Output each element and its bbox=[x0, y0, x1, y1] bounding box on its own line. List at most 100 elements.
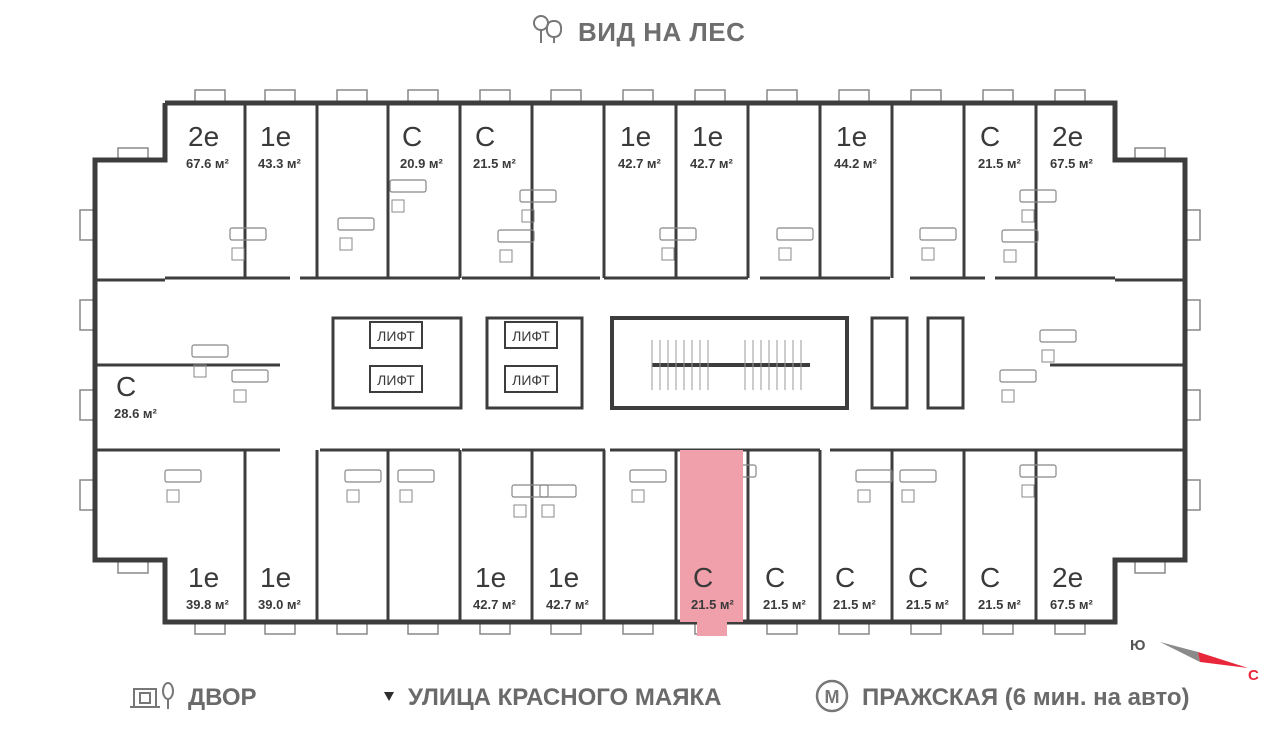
fixture bbox=[899, 469, 937, 483]
shaft-1 bbox=[870, 316, 909, 410]
metro-legend: М ПРАЖСКАЯ (6 мин. на авто) bbox=[814, 676, 1190, 720]
unit-top-area: 44.2 м² bbox=[834, 156, 878, 171]
fixture bbox=[344, 469, 382, 483]
unit-top-type: 1е bbox=[692, 121, 723, 152]
triangle-down-icon bbox=[382, 689, 396, 708]
fixture bbox=[166, 489, 180, 503]
unit-top-type: 1е bbox=[836, 121, 867, 152]
fixture bbox=[999, 369, 1037, 383]
elevator-box bbox=[504, 365, 558, 393]
fixture bbox=[519, 189, 557, 203]
fixture bbox=[629, 469, 667, 483]
unit-bottom-area: 42.7 м² bbox=[546, 597, 590, 612]
fixture bbox=[499, 249, 513, 263]
fixture bbox=[391, 199, 405, 213]
window bbox=[766, 89, 798, 103]
fixture bbox=[1001, 229, 1039, 243]
playground-icon bbox=[128, 679, 176, 718]
unit-bottom-area: 21.5 м² bbox=[978, 597, 1022, 612]
unit-top-area: 42.7 м² bbox=[690, 156, 734, 171]
street-legend: УЛИЦА КРАСНОГО МАЯКА bbox=[382, 676, 721, 720]
shaft-2 bbox=[926, 316, 965, 410]
outer-wall bbox=[92, 100, 1188, 625]
unit-top-type: 2е bbox=[1052, 121, 1083, 152]
window bbox=[79, 479, 95, 511]
window bbox=[194, 89, 226, 103]
view-header: ВИД НА ЛЕС bbox=[530, 12, 745, 52]
window bbox=[117, 560, 149, 574]
fixture bbox=[857, 489, 871, 503]
window bbox=[838, 89, 870, 103]
unit-top-type: С bbox=[402, 121, 422, 152]
unit-bottom-type: 1е bbox=[548, 562, 579, 593]
unit-bottom-area: 21.5 м² bbox=[833, 597, 877, 612]
fixture bbox=[1003, 249, 1017, 263]
elevator-core-left bbox=[331, 316, 463, 410]
fixture bbox=[659, 227, 697, 241]
fixture bbox=[919, 227, 957, 241]
fixture bbox=[661, 247, 675, 261]
fixture bbox=[1019, 464, 1057, 478]
unit-bottom-type: 1е bbox=[260, 562, 291, 593]
view-label: ВИД НА ЛЕС bbox=[578, 16, 746, 47]
unit-bottom-type: С bbox=[908, 562, 928, 593]
elevator-box bbox=[369, 321, 423, 349]
unit-bottom-area: 39.8 м² bbox=[186, 597, 230, 612]
window bbox=[1185, 299, 1201, 331]
fixture bbox=[193, 364, 207, 378]
unit-top-type: 1е bbox=[260, 121, 291, 152]
window bbox=[1134, 560, 1166, 574]
window bbox=[336, 89, 368, 103]
fixture bbox=[233, 389, 247, 403]
unit-top-type: 1е bbox=[620, 121, 651, 152]
yard-legend: ДВОР bbox=[128, 676, 257, 720]
unit-top-area: 43.3 м² bbox=[258, 156, 302, 171]
metro-icon: М bbox=[814, 678, 850, 719]
fixture bbox=[631, 489, 645, 503]
unit-bottom-area: 21.5 м² bbox=[906, 597, 950, 612]
window bbox=[1054, 89, 1086, 103]
unit-side-area: 28.6 м² bbox=[114, 406, 158, 421]
fixture bbox=[541, 504, 555, 518]
elevator-box bbox=[369, 365, 423, 393]
svg-text:С: С bbox=[1248, 667, 1259, 684]
elevator-label: ЛИФТ bbox=[512, 372, 550, 388]
unit-top-type: С bbox=[980, 121, 1000, 152]
unit-top-type: 2е bbox=[188, 121, 219, 152]
fixture bbox=[164, 469, 202, 483]
unit-bottom-type: 1е bbox=[475, 562, 506, 593]
elevator-label: ЛИФТ bbox=[377, 372, 415, 388]
street-label: УЛИЦА КРАСНОГО МАЯКА bbox=[408, 684, 722, 711]
unit-top-area: 21.5 м² bbox=[473, 156, 517, 171]
unit-bottom-area: 39.0 м² bbox=[258, 597, 302, 612]
unit-top-area: 21.5 м² bbox=[978, 156, 1022, 171]
fixture bbox=[513, 504, 527, 518]
window bbox=[407, 89, 439, 103]
units: 2е 67.6 м² 1е 43.3 м² С 20.9 м² С 21.5 м² 1е 42.7… bbox=[114, 121, 1094, 636]
elevator-box bbox=[504, 321, 558, 349]
fixture bbox=[855, 469, 893, 483]
unit-bottom-type: С bbox=[980, 562, 1000, 593]
fixture bbox=[778, 247, 792, 261]
window bbox=[1185, 389, 1201, 421]
window bbox=[1185, 479, 1201, 511]
fixture bbox=[1021, 484, 1035, 498]
unit-bottom-area: 21.5 м² bbox=[763, 597, 807, 612]
unit-top-area: 67.6 м² bbox=[186, 156, 230, 171]
fixture bbox=[397, 469, 435, 483]
svg-text:Ю: Ю bbox=[1130, 637, 1145, 654]
fixture bbox=[339, 237, 353, 251]
unit-bottom-type: 1е bbox=[188, 562, 219, 593]
unit-top-area: 20.9 м² bbox=[400, 156, 444, 171]
fixtures bbox=[164, 179, 1077, 518]
windows bbox=[79, 89, 1201, 635]
unit-bottom-type: С bbox=[765, 562, 785, 593]
unit-side-type: С bbox=[116, 371, 136, 402]
fixture bbox=[231, 247, 245, 261]
fixture bbox=[1001, 389, 1015, 403]
compass: Ю С bbox=[1120, 622, 1270, 692]
unit-bottom-area: 67.5 м² bbox=[1050, 597, 1094, 612]
window bbox=[910, 89, 942, 103]
